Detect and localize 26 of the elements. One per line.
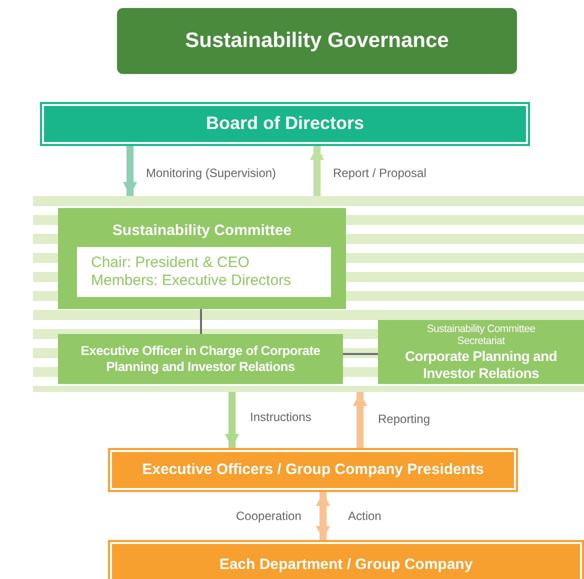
member-text: Members: Executive Directors xyxy=(91,272,292,290)
member-box xyxy=(77,247,331,297)
striped-band xyxy=(33,196,584,392)
secretariat-box xyxy=(378,320,584,384)
connector-line xyxy=(343,353,378,355)
node-title: Executive Officer in Charge of Corporate Planning and Investor Relations xyxy=(80,343,321,375)
edge-label: Report / Proposal xyxy=(333,166,426,180)
edge-label: Monitoring (Supervision) xyxy=(146,166,276,180)
edge-label: Cooperation xyxy=(236,509,302,523)
title-banner: Sustainability Governance xyxy=(117,8,517,74)
edge-label: Reporting xyxy=(378,412,430,426)
node-title: Executive Officers / Group Company Presidents xyxy=(142,461,484,479)
edge-label: Instructions xyxy=(250,410,312,424)
node-caption: Sustainability Committee Secretariat xyxy=(426,322,536,348)
committee-box xyxy=(58,208,346,309)
node-title: Corporate Planning and Investor Relations xyxy=(404,348,558,382)
node-title: Sustainability Committee xyxy=(112,222,292,240)
node-title: Each Department / Group Company xyxy=(219,556,473,574)
officers-box xyxy=(108,448,518,492)
department-box xyxy=(108,540,584,579)
note-text: Action xyxy=(348,509,382,523)
member-text: Chair: President & CEO xyxy=(91,254,250,272)
node-title: Board of Directors xyxy=(206,113,364,135)
connector-line xyxy=(200,309,202,334)
officer-box xyxy=(58,334,343,384)
board-box xyxy=(40,102,530,146)
